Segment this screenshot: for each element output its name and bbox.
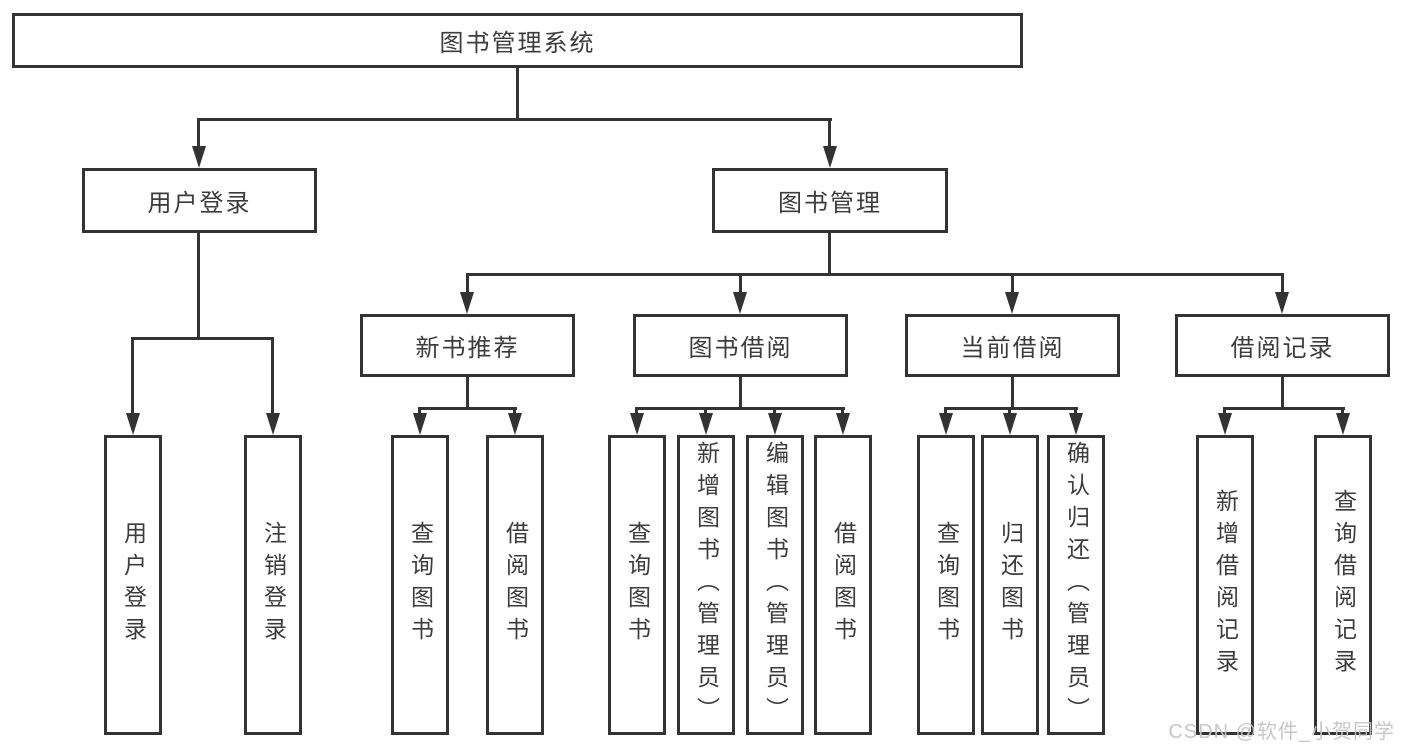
node-leaf-edit-books-admin: 编辑图书（管理员）: [746, 435, 804, 735]
connector-line: [841, 407, 844, 415]
connector-line: [944, 407, 947, 415]
connector-line: [1281, 273, 1284, 293]
node-leaf-borrow-books-recommend: 借阅图书: [486, 435, 544, 735]
connector-line: [1223, 407, 1345, 410]
connector-line: [739, 377, 742, 407]
node-leaf-return-books: 归还图书: [981, 435, 1039, 735]
connector-line: [1223, 407, 1226, 415]
connector-line: [1008, 407, 1011, 415]
arrow-down-icon: [1336, 413, 1350, 435]
connector-line: [466, 377, 469, 407]
arrow-down-icon: [192, 146, 206, 168]
node-leaf-query-borrow-record: 查询借阅记录: [1314, 435, 1372, 735]
csdn-watermark: CSDN @软件_小贺同学: [1168, 721, 1395, 743]
node-leaf-user-login: 用户登录: [104, 435, 162, 735]
connector-line: [197, 118, 200, 148]
leaf-label: 查询图书: [624, 521, 651, 649]
leaf-label: 新增图书（管理员）: [693, 441, 720, 729]
arrow-down-icon: [126, 413, 140, 435]
leaf-label: 新增借阅记录: [1212, 489, 1239, 681]
connector-line: [516, 68, 519, 118]
connector-line: [131, 337, 274, 340]
connector-line: [197, 233, 200, 337]
arrow-down-icon: [699, 413, 713, 435]
connector-line: [1341, 407, 1344, 415]
leaf-label: 查询借阅记录: [1330, 489, 1357, 681]
connector-line: [418, 407, 421, 415]
node-book-borrowing: 图书借阅: [633, 314, 848, 377]
connector-line: [828, 118, 831, 148]
arrow-down-icon: [630, 413, 644, 435]
arrow-down-icon: [1003, 413, 1017, 435]
arrow-down-icon: [1275, 292, 1289, 314]
leaf-label: 查询图书: [933, 521, 960, 649]
leaf-label: 借阅图书: [502, 521, 529, 649]
leaf-label: 查询图书: [407, 521, 434, 649]
node-leaf-borrow-books: 借阅图书: [814, 435, 872, 735]
arrow-down-icon: [266, 413, 280, 435]
connector-line: [466, 273, 1284, 276]
node-library-management-system: 图书管理系统: [12, 13, 1023, 68]
arrow-down-icon: [413, 413, 427, 435]
arrow-down-icon: [460, 292, 474, 314]
connector-line: [773, 407, 776, 415]
node-borrowing-records: 借阅记录: [1175, 314, 1390, 377]
leaf-label: 确认归还（管理员）: [1063, 441, 1090, 729]
arrow-down-icon: [1218, 413, 1232, 435]
leaf-label: 注销登录: [260, 521, 287, 649]
connector-line: [197, 118, 832, 121]
connector-line: [271, 337, 274, 415]
connector-line: [1074, 407, 1077, 415]
arrow-down-icon: [768, 413, 782, 435]
node-current-borrowing: 当前借阅: [905, 314, 1120, 377]
arrow-down-icon: [733, 292, 747, 314]
node-leaf-confirm-return-admin: 确认归还（管理员）: [1047, 435, 1105, 735]
node-leaf-query-books-recommend: 查询图书: [391, 435, 449, 735]
connector-line: [944, 407, 1078, 410]
connector-line: [131, 337, 134, 415]
connector-line: [1281, 377, 1284, 407]
arrow-down-icon: [939, 413, 953, 435]
connector-line: [513, 407, 516, 415]
arrow-down-icon: [836, 413, 850, 435]
connector-line: [635, 407, 845, 410]
connector-line: [635, 407, 638, 415]
connector-line: [828, 233, 831, 273]
node-leaf-query-books-current: 查询图书: [917, 435, 975, 735]
arrow-down-icon: [823, 146, 837, 168]
connector-line: [704, 407, 707, 415]
arrow-down-icon: [1069, 413, 1083, 435]
leaf-label: 编辑图书（管理员）: [762, 441, 789, 729]
node-user-login: 用户登录: [82, 168, 317, 233]
connector-line: [739, 273, 742, 293]
connector-line: [1011, 377, 1014, 407]
leaf-label: 借阅图书: [830, 521, 857, 649]
connector-line: [1011, 273, 1014, 293]
arrow-down-icon: [508, 413, 522, 435]
node-leaf-add-borrow-record: 新增借阅记录: [1196, 435, 1254, 735]
leaf-label: 归还图书: [997, 521, 1024, 649]
connector-line: [466, 273, 469, 293]
node-leaf-query-books: 查询图书: [608, 435, 666, 735]
leaf-label: 用户登录: [120, 521, 147, 649]
node-book-management: 图书管理: [712, 168, 948, 233]
node-leaf-add-books-admin: 新增图书（管理员）: [677, 435, 735, 735]
node-leaf-logout: 注销登录: [244, 435, 302, 735]
connector-line: [418, 407, 517, 410]
node-new-book-recommendation: 新书推荐: [360, 314, 575, 377]
arrow-down-icon: [1005, 292, 1019, 314]
